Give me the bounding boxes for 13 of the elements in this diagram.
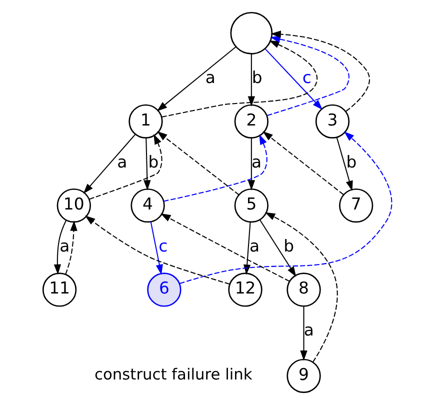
edge-label: a	[248, 236, 260, 256]
edge-label: a	[116, 152, 127, 172]
edge-label: b	[346, 152, 356, 172]
edge-label: c	[158, 236, 168, 256]
edge-label: b	[283, 236, 294, 256]
edge-label: b	[148, 152, 158, 172]
label: construct failure link	[94, 365, 252, 384]
edge-label: a	[303, 320, 314, 340]
edge-label: c	[302, 68, 311, 88]
edge-label: a	[59, 236, 70, 256]
edge-label: a	[204, 68, 215, 88]
edge-label: b	[251, 68, 262, 88]
edge-label: a	[251, 152, 262, 172]
